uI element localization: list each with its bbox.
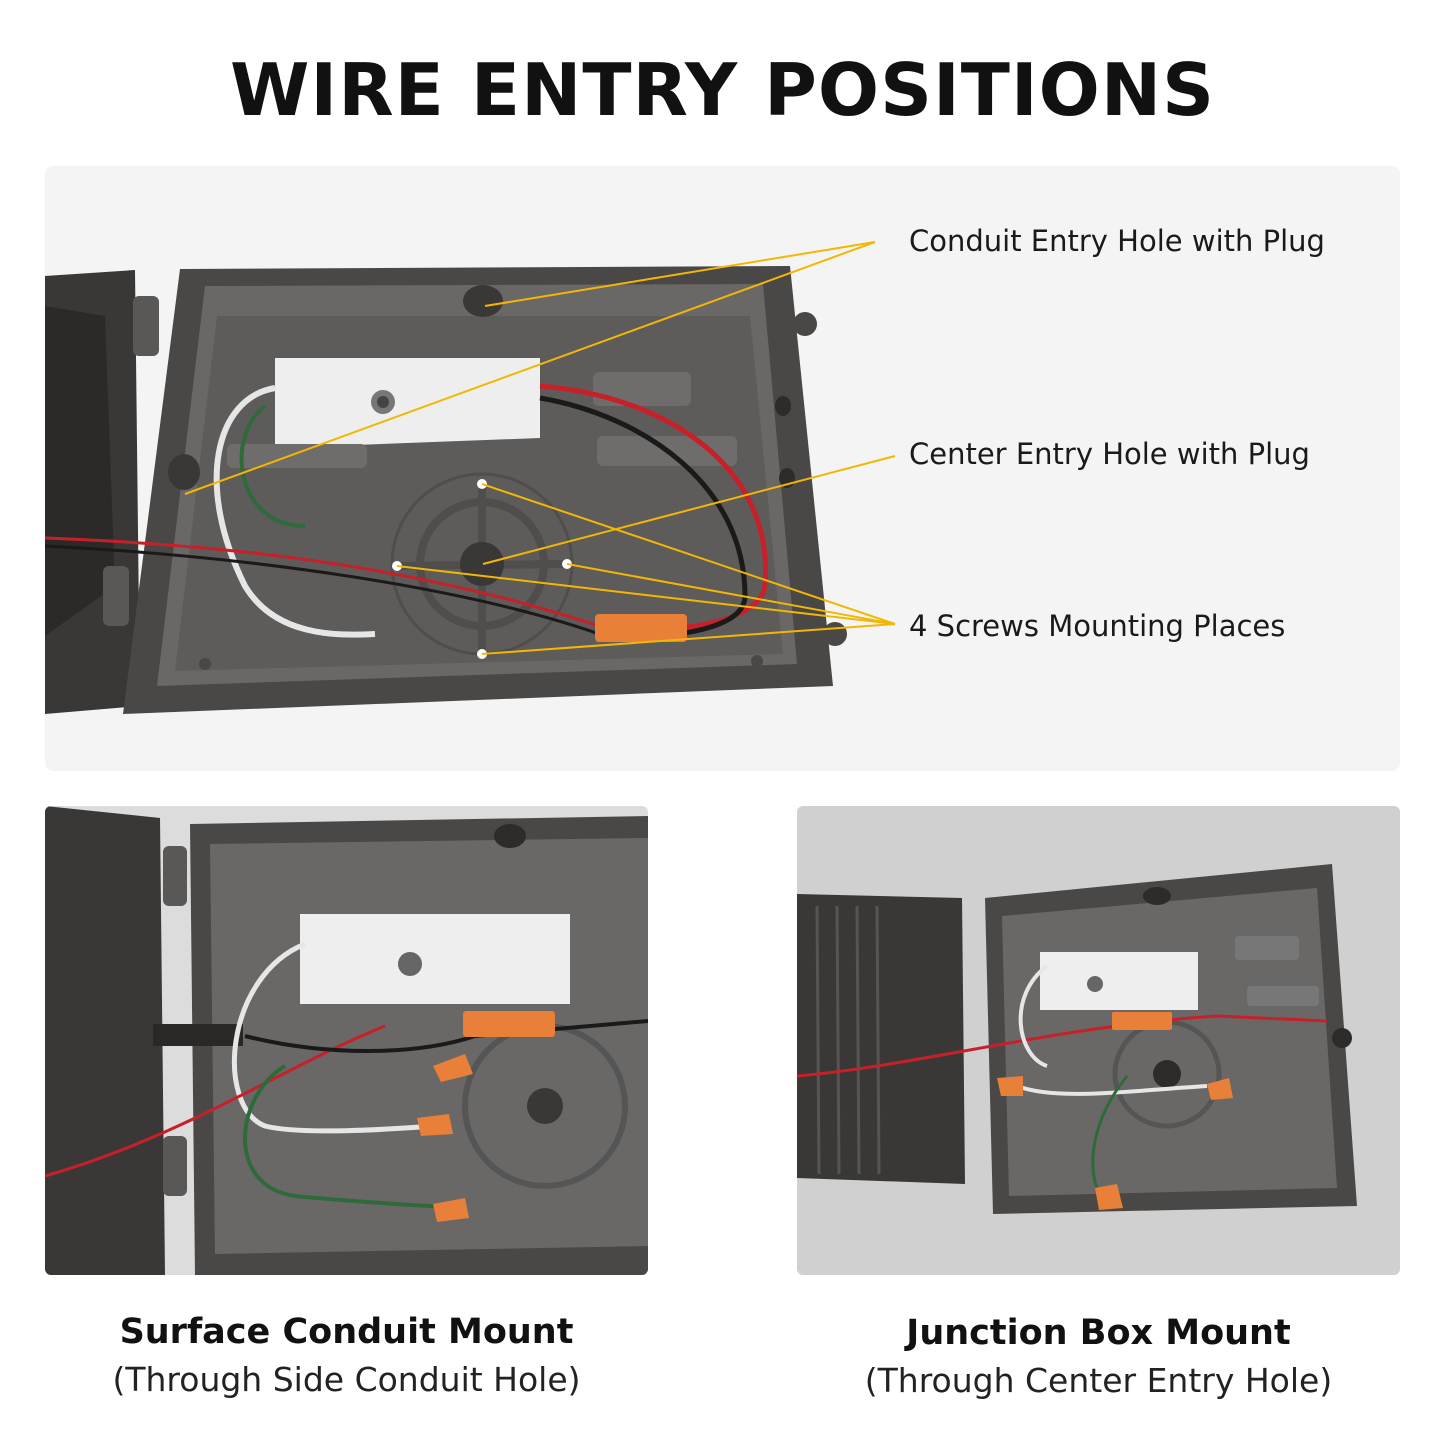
surface-conduit-illustration (45, 806, 648, 1275)
wire-green (239, 404, 306, 528)
junction-box-panel (797, 806, 1400, 1275)
surface-conduit-panel (45, 806, 648, 1275)
callout-screws: 4 Screws Mounting Places (909, 609, 1286, 643)
side-conduit-plug (168, 454, 200, 490)
junction-box-illustration (797, 864, 1357, 1214)
callout-lines (184, 241, 896, 655)
wire-connector (595, 614, 687, 642)
housing-illustration (45, 241, 896, 714)
caption-junction-box-title: Junction Box Mount (906, 1313, 1291, 1353)
page-title: WIRE ENTRY POSITIONS (229, 48, 1215, 132)
top-conduit-plug (463, 285, 503, 317)
wire-white (213, 385, 376, 638)
caption-surface-conduit-title: Surface Conduit Mount (119, 1312, 574, 1352)
center-entry-plug (460, 542, 504, 586)
hinge-bottom (103, 566, 129, 626)
led-driver (275, 358, 540, 448)
wire-red (539, 383, 769, 631)
callout-center-entry: Center Entry Hole with Plug (909, 437, 1310, 471)
caption-junction-box-sub: (Through Center Entry Hole) (864, 1361, 1333, 1400)
main-diagram-panel: Conduit Entry Hole with Plug Center Entr… (45, 166, 1400, 771)
caption-surface-conduit-sub: (Through Side Conduit Hole) (112, 1360, 581, 1399)
hinge-top (133, 296, 159, 356)
callout-conduit-entry: Conduit Entry Hole with Plug (909, 224, 1325, 258)
